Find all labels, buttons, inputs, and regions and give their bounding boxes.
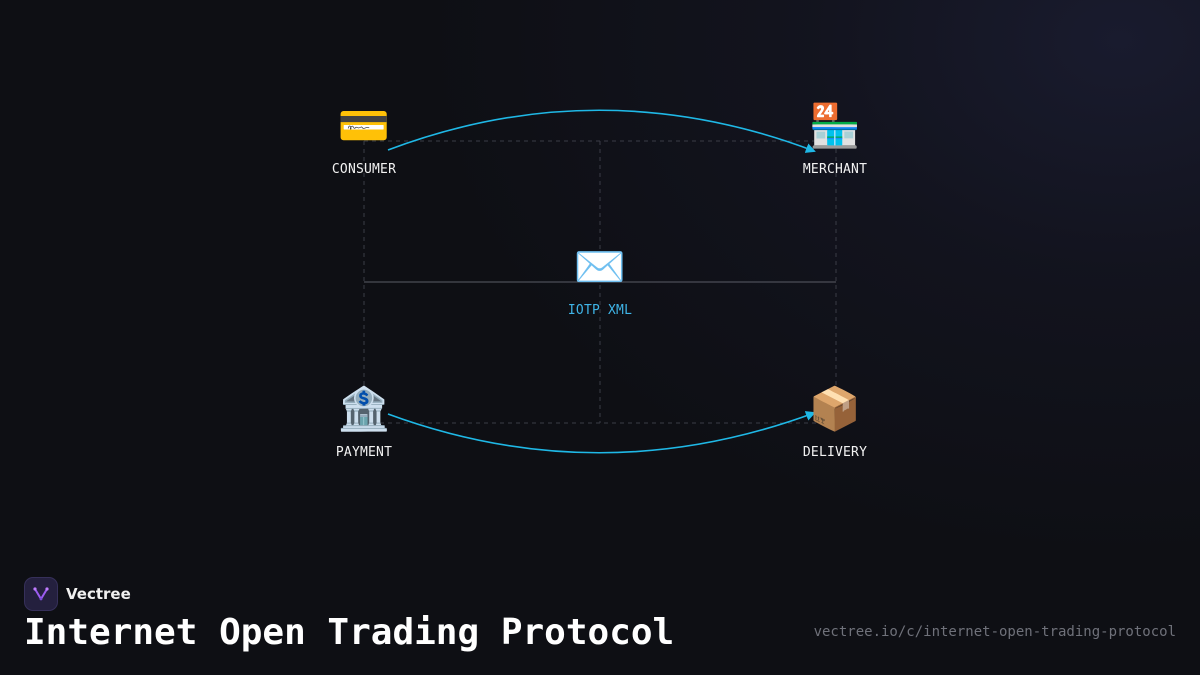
brand-name: Vectree [66, 585, 131, 603]
source-url: vectree.io/c/internet-open-trading-proto… [813, 624, 1176, 640]
vectree-logo-icon [24, 577, 58, 611]
node-label-merchant: MERCHANT [802, 162, 868, 177]
envelope-icon: ✉️ [573, 242, 627, 291]
node-label-iotp-xml: IOTP XML [567, 303, 633, 318]
node-label-delivery: DELIVERY [802, 445, 868, 460]
package-icon: 📦 [808, 384, 862, 433]
credit-card-icon: 💳 [337, 101, 391, 150]
edge-payment-delivery [387, 411, 816, 454]
convenience-store-icon: 🏪 [808, 101, 862, 150]
node-label-consumer: CONSUMER [331, 162, 397, 177]
edge-consumer-merchant [387, 109, 816, 153]
bank-icon: 🏦 [337, 384, 391, 433]
brand: Vectree [24, 577, 131, 611]
page-title: Internet Open Trading Protocol [24, 612, 675, 653]
node-label-payment: PAYMENT [335, 445, 393, 460]
